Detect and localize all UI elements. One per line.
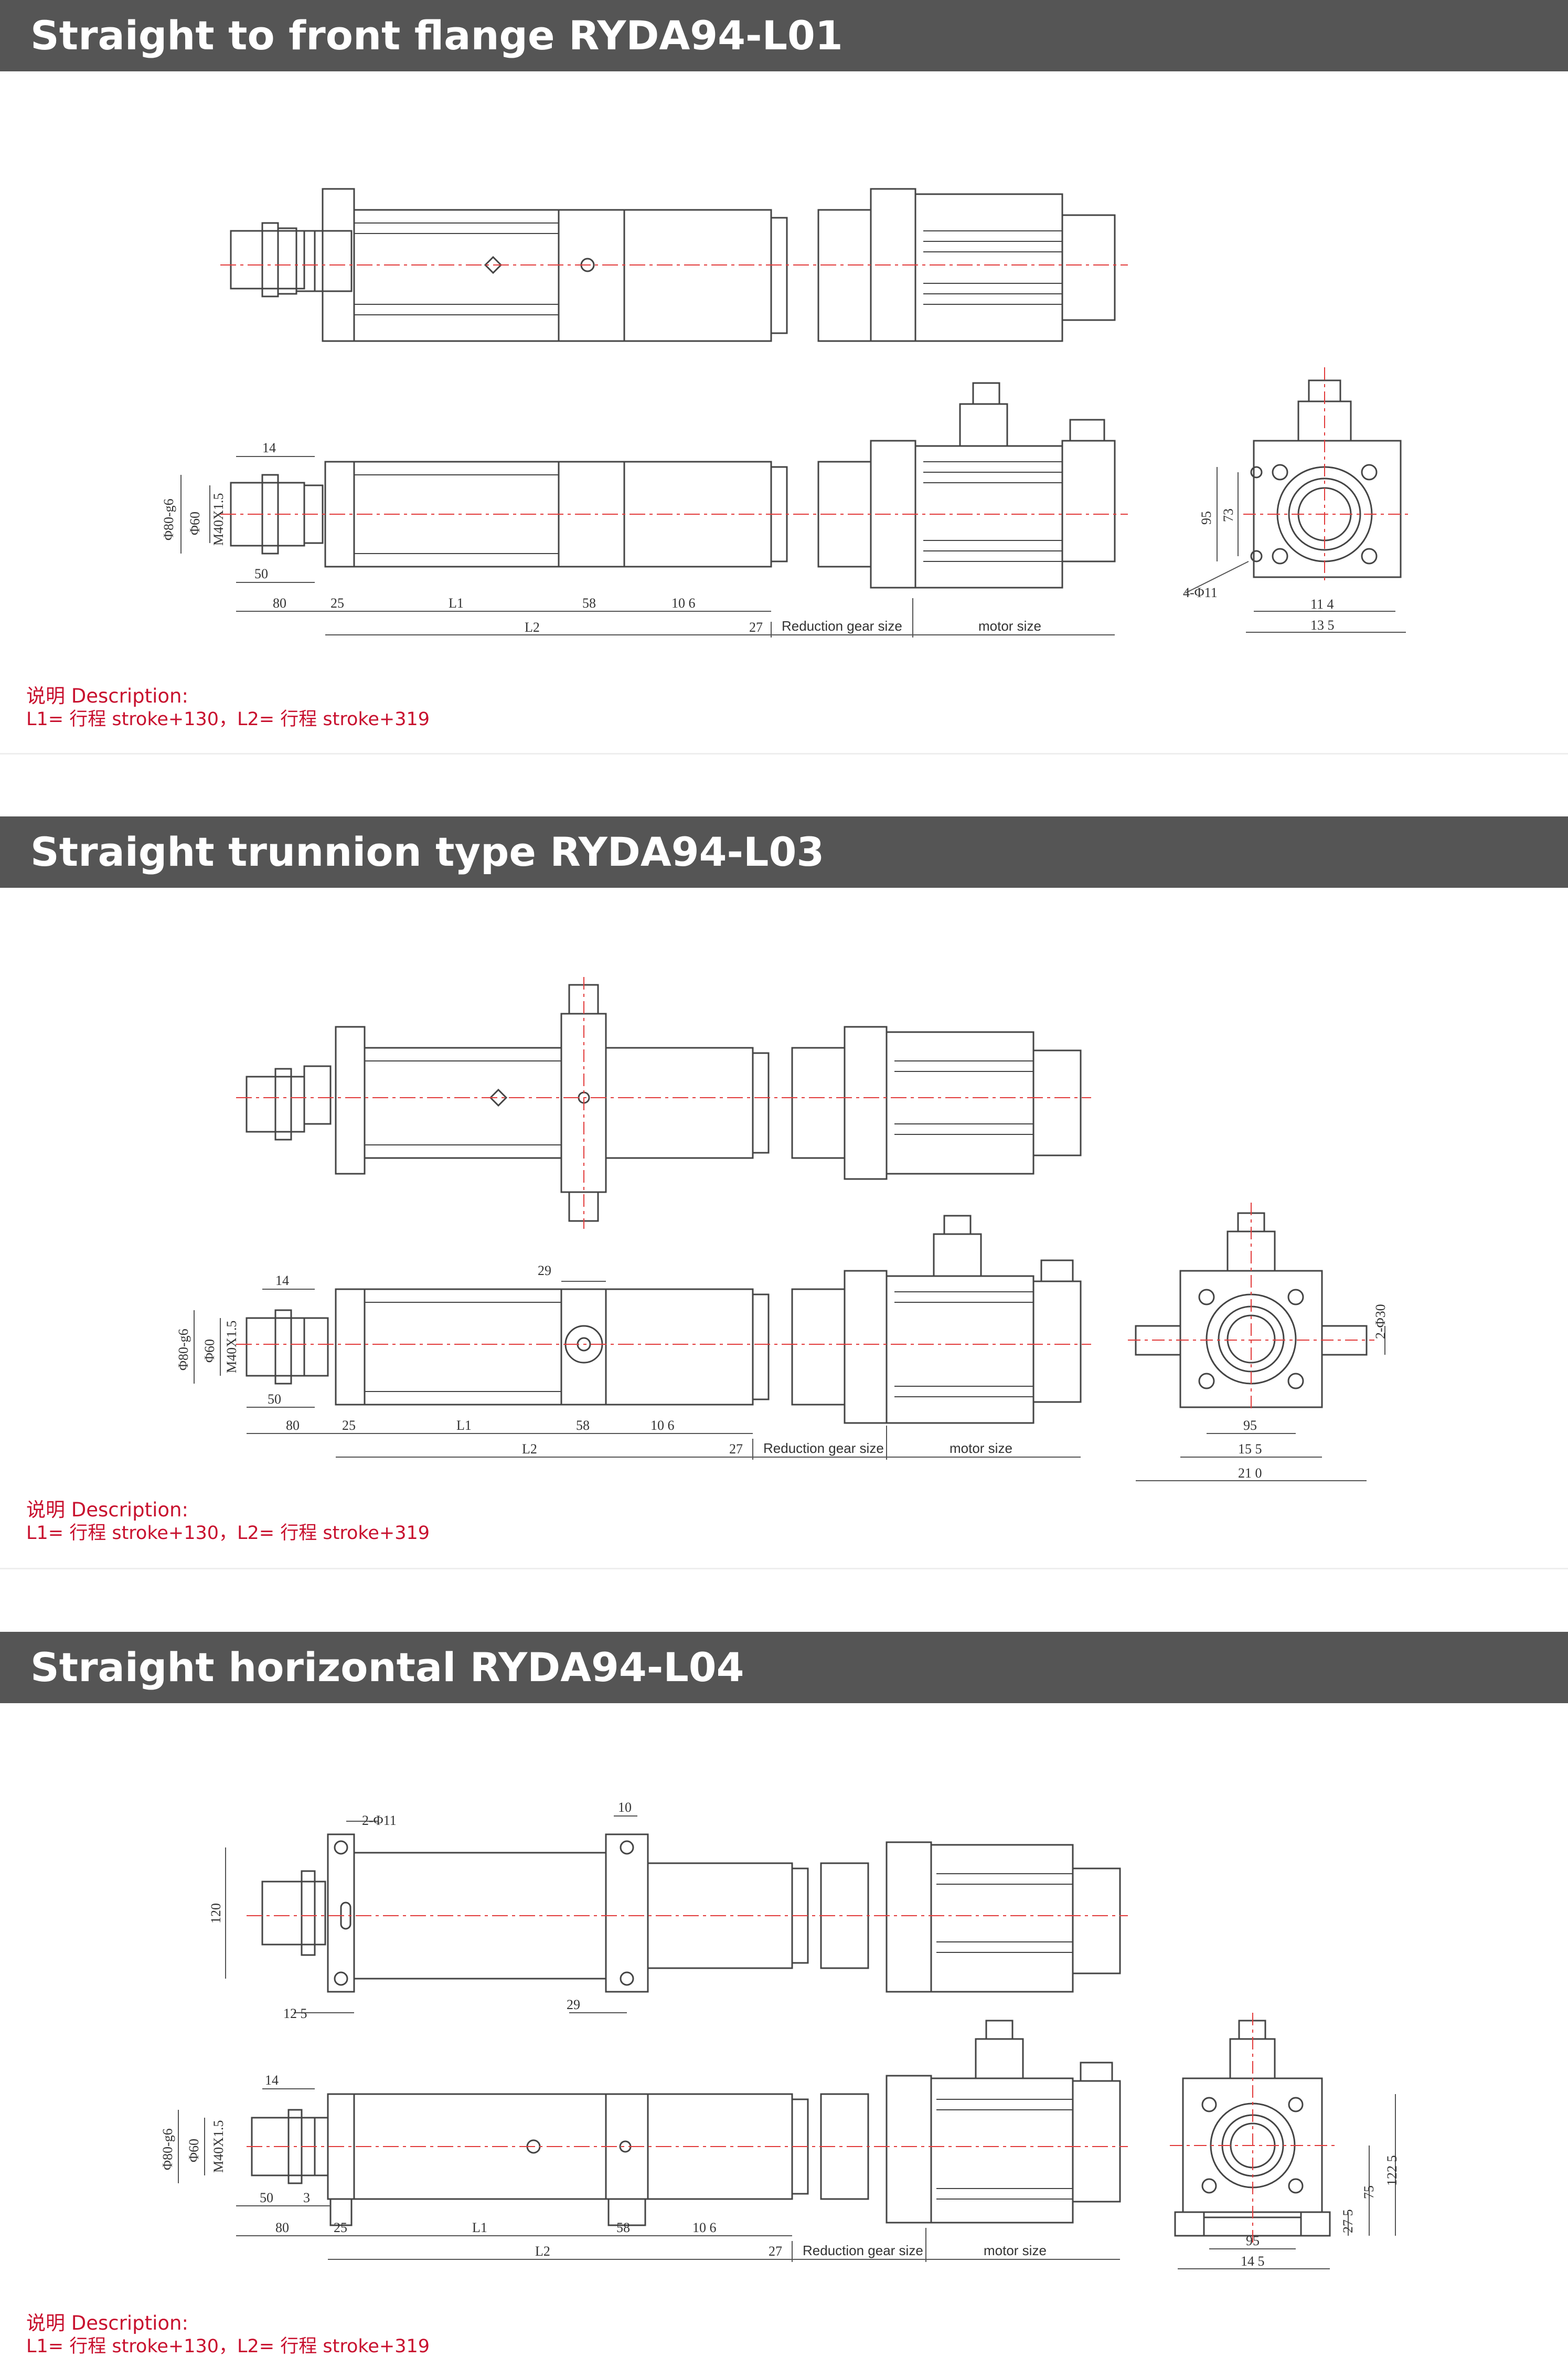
dim-10: 10	[618, 1800, 632, 1815]
dim-73: 73	[1221, 508, 1236, 522]
dim-phi30: 2-Φ30	[1373, 1304, 1388, 1339]
section-header-l03: Straight trunnion type RYDA94-L03	[0, 816, 1568, 888]
dim-25: 25	[334, 2220, 347, 2235]
dim-29: 29	[567, 1997, 580, 2012]
dim-holes: 4-Φ11	[1183, 585, 1218, 600]
dim-3: 3	[303, 2190, 310, 2205]
dim-14: 14	[265, 2073, 279, 2088]
dim-phi80: Φ80-g6	[161, 498, 176, 540]
dim-1225: 122 5	[1384, 2155, 1400, 2186]
dim-m40: M40X1.5	[211, 2120, 226, 2173]
dim-l2: L2	[525, 620, 540, 635]
dim-106: 10 6	[650, 1418, 675, 1433]
section-header-l01: Straight to front flange RYDA94-L01	[0, 0, 1568, 71]
divider	[0, 1568, 1568, 1569]
dim-80: 80	[275, 2220, 289, 2235]
top-view	[230, 188, 1116, 342]
gear-size-label: Reduction gear size	[763, 1440, 884, 1456]
section-title: Straight to front flange RYDA94-L01	[30, 12, 843, 59]
drawing-l03: 29 14 Φ80-g6 Φ60 M40X1.5 50 80 25 L1 58 …	[176, 977, 1388, 1481]
description-l01: 说明 Description: L1= 行程 stroke+130，L2= 行程…	[26, 685, 430, 731]
dim-l1: L1	[456, 1418, 472, 1433]
dim-27: 27	[769, 2244, 782, 2259]
dim-80: 80	[286, 1418, 300, 1433]
dim-50: 50	[260, 2190, 273, 2205]
dim-106: 10 6	[692, 2220, 717, 2235]
dim-l1: L1	[472, 2220, 487, 2235]
top-view-fins	[354, 222, 1062, 315]
dim-210: 21 0	[1238, 1465, 1262, 1481]
dim-14: 14	[275, 1273, 289, 1288]
motor-size-label: motor size	[978, 618, 1041, 634]
dim-m40: M40X1.5	[211, 493, 226, 546]
top-view	[261, 1833, 1121, 1993]
dim-phi80: Φ80-g6	[160, 2128, 175, 2170]
dim-27: 27	[749, 620, 763, 635]
description-l03: 说明 Description: L1= 行程 stroke+130，L2= 行程…	[26, 1499, 430, 1545]
dim-25: 25	[342, 1418, 356, 1433]
dim-l1: L1	[449, 596, 464, 611]
description-title: 说明 Description:	[26, 2312, 188, 2334]
dim-50: 50	[268, 1392, 281, 1407]
dim-120: 120	[208, 1903, 223, 1924]
dim-phi60: Φ60	[186, 2139, 201, 2162]
end-view-labels: 95 73 4-Φ11 11 4 13 5	[1183, 508, 1335, 633]
motor-size-label: motor size	[984, 2243, 1047, 2258]
dim-phi80: Φ80-g6	[176, 1329, 191, 1371]
drawing-l04: 2-Φ11 10 120 12 5 29	[160, 1800, 1400, 2269]
dim-135: 13 5	[1310, 618, 1335, 633]
dim-114: 11 4	[1310, 597, 1334, 612]
drawing-l01: 14 Φ80-g6 Φ60 M40X1.5 50 80 25 L1 58 10 …	[161, 188, 1411, 638]
side-view	[246, 1215, 1082, 1424]
dim-m40: M40X1.5	[224, 1321, 239, 1373]
dim-95: 95	[1246, 2233, 1260, 2248]
dim-155: 15 5	[1238, 1441, 1262, 1457]
dim-14: 14	[262, 440, 276, 455]
motor-size-label: motor size	[950, 1440, 1012, 1456]
side-view-dimensions	[180, 456, 1115, 638]
end-view	[1250, 379, 1402, 578]
description-l04: 说明 Description: L1= 行程 stroke+130，L2= 行程…	[26, 2312, 430, 2358]
dim-29: 29	[538, 1263, 551, 1278]
side-view	[230, 382, 1116, 589]
description-formula: L1= 行程 stroke+130，L2= 行程 stroke+319	[26, 2336, 430, 2357]
dim-125: 12 5	[283, 2006, 307, 2021]
side-view-fins	[354, 461, 1062, 562]
dim-80: 80	[273, 596, 286, 611]
dim-25: 25	[330, 596, 344, 611]
dim-95: 95	[1199, 511, 1214, 525]
dim-106: 10 6	[671, 596, 696, 611]
divider	[0, 753, 1568, 755]
end-view-dimensions	[1185, 467, 1406, 633]
description-formula: L1= 行程 stroke+130，L2= 行程 stroke+319	[26, 709, 430, 730]
gear-size-label: Reduction gear size	[782, 618, 902, 634]
dim-145: 14 5	[1241, 2254, 1265, 2269]
description-title: 说明 Description:	[26, 1499, 188, 1521]
dim-58: 58	[582, 596, 596, 611]
dim-phi60: Φ60	[202, 1339, 217, 1363]
dim-phi11: 2-Φ11	[362, 1813, 397, 1828]
top-view	[246, 984, 1082, 1222]
dim-58: 58	[616, 2220, 630, 2235]
dim-27: 27	[729, 1441, 743, 1457]
dim-50: 50	[254, 566, 268, 581]
dim-95: 95	[1243, 1418, 1257, 1433]
section-title: Straight horizontal RYDA94-L04	[30, 1644, 744, 1691]
side-view-labels: 14 Φ80-g6 Φ60 M40X1.5 50 80 25 L1 58 10 …	[161, 440, 1041, 635]
gear-size-label: Reduction gear size	[803, 2243, 923, 2258]
section-header-l04: Straight horizontal RYDA94-L04	[0, 1632, 1568, 1703]
dim-275: 27 5	[1340, 2210, 1356, 2234]
side-view	[251, 2020, 1121, 2226]
description-formula: L1= 行程 stroke+130，L2= 行程 stroke+319	[26, 1523, 430, 1544]
dim-phi60: Φ60	[187, 512, 202, 535]
description-title: 说明 Description:	[26, 685, 188, 707]
dim-75: 75	[1361, 2185, 1377, 2199]
dim-58: 58	[576, 1418, 590, 1433]
dim-l2: L2	[522, 1441, 537, 1457]
dim-l2: L2	[535, 2244, 550, 2259]
section-title: Straight trunnion type RYDA94-L03	[30, 829, 825, 875]
